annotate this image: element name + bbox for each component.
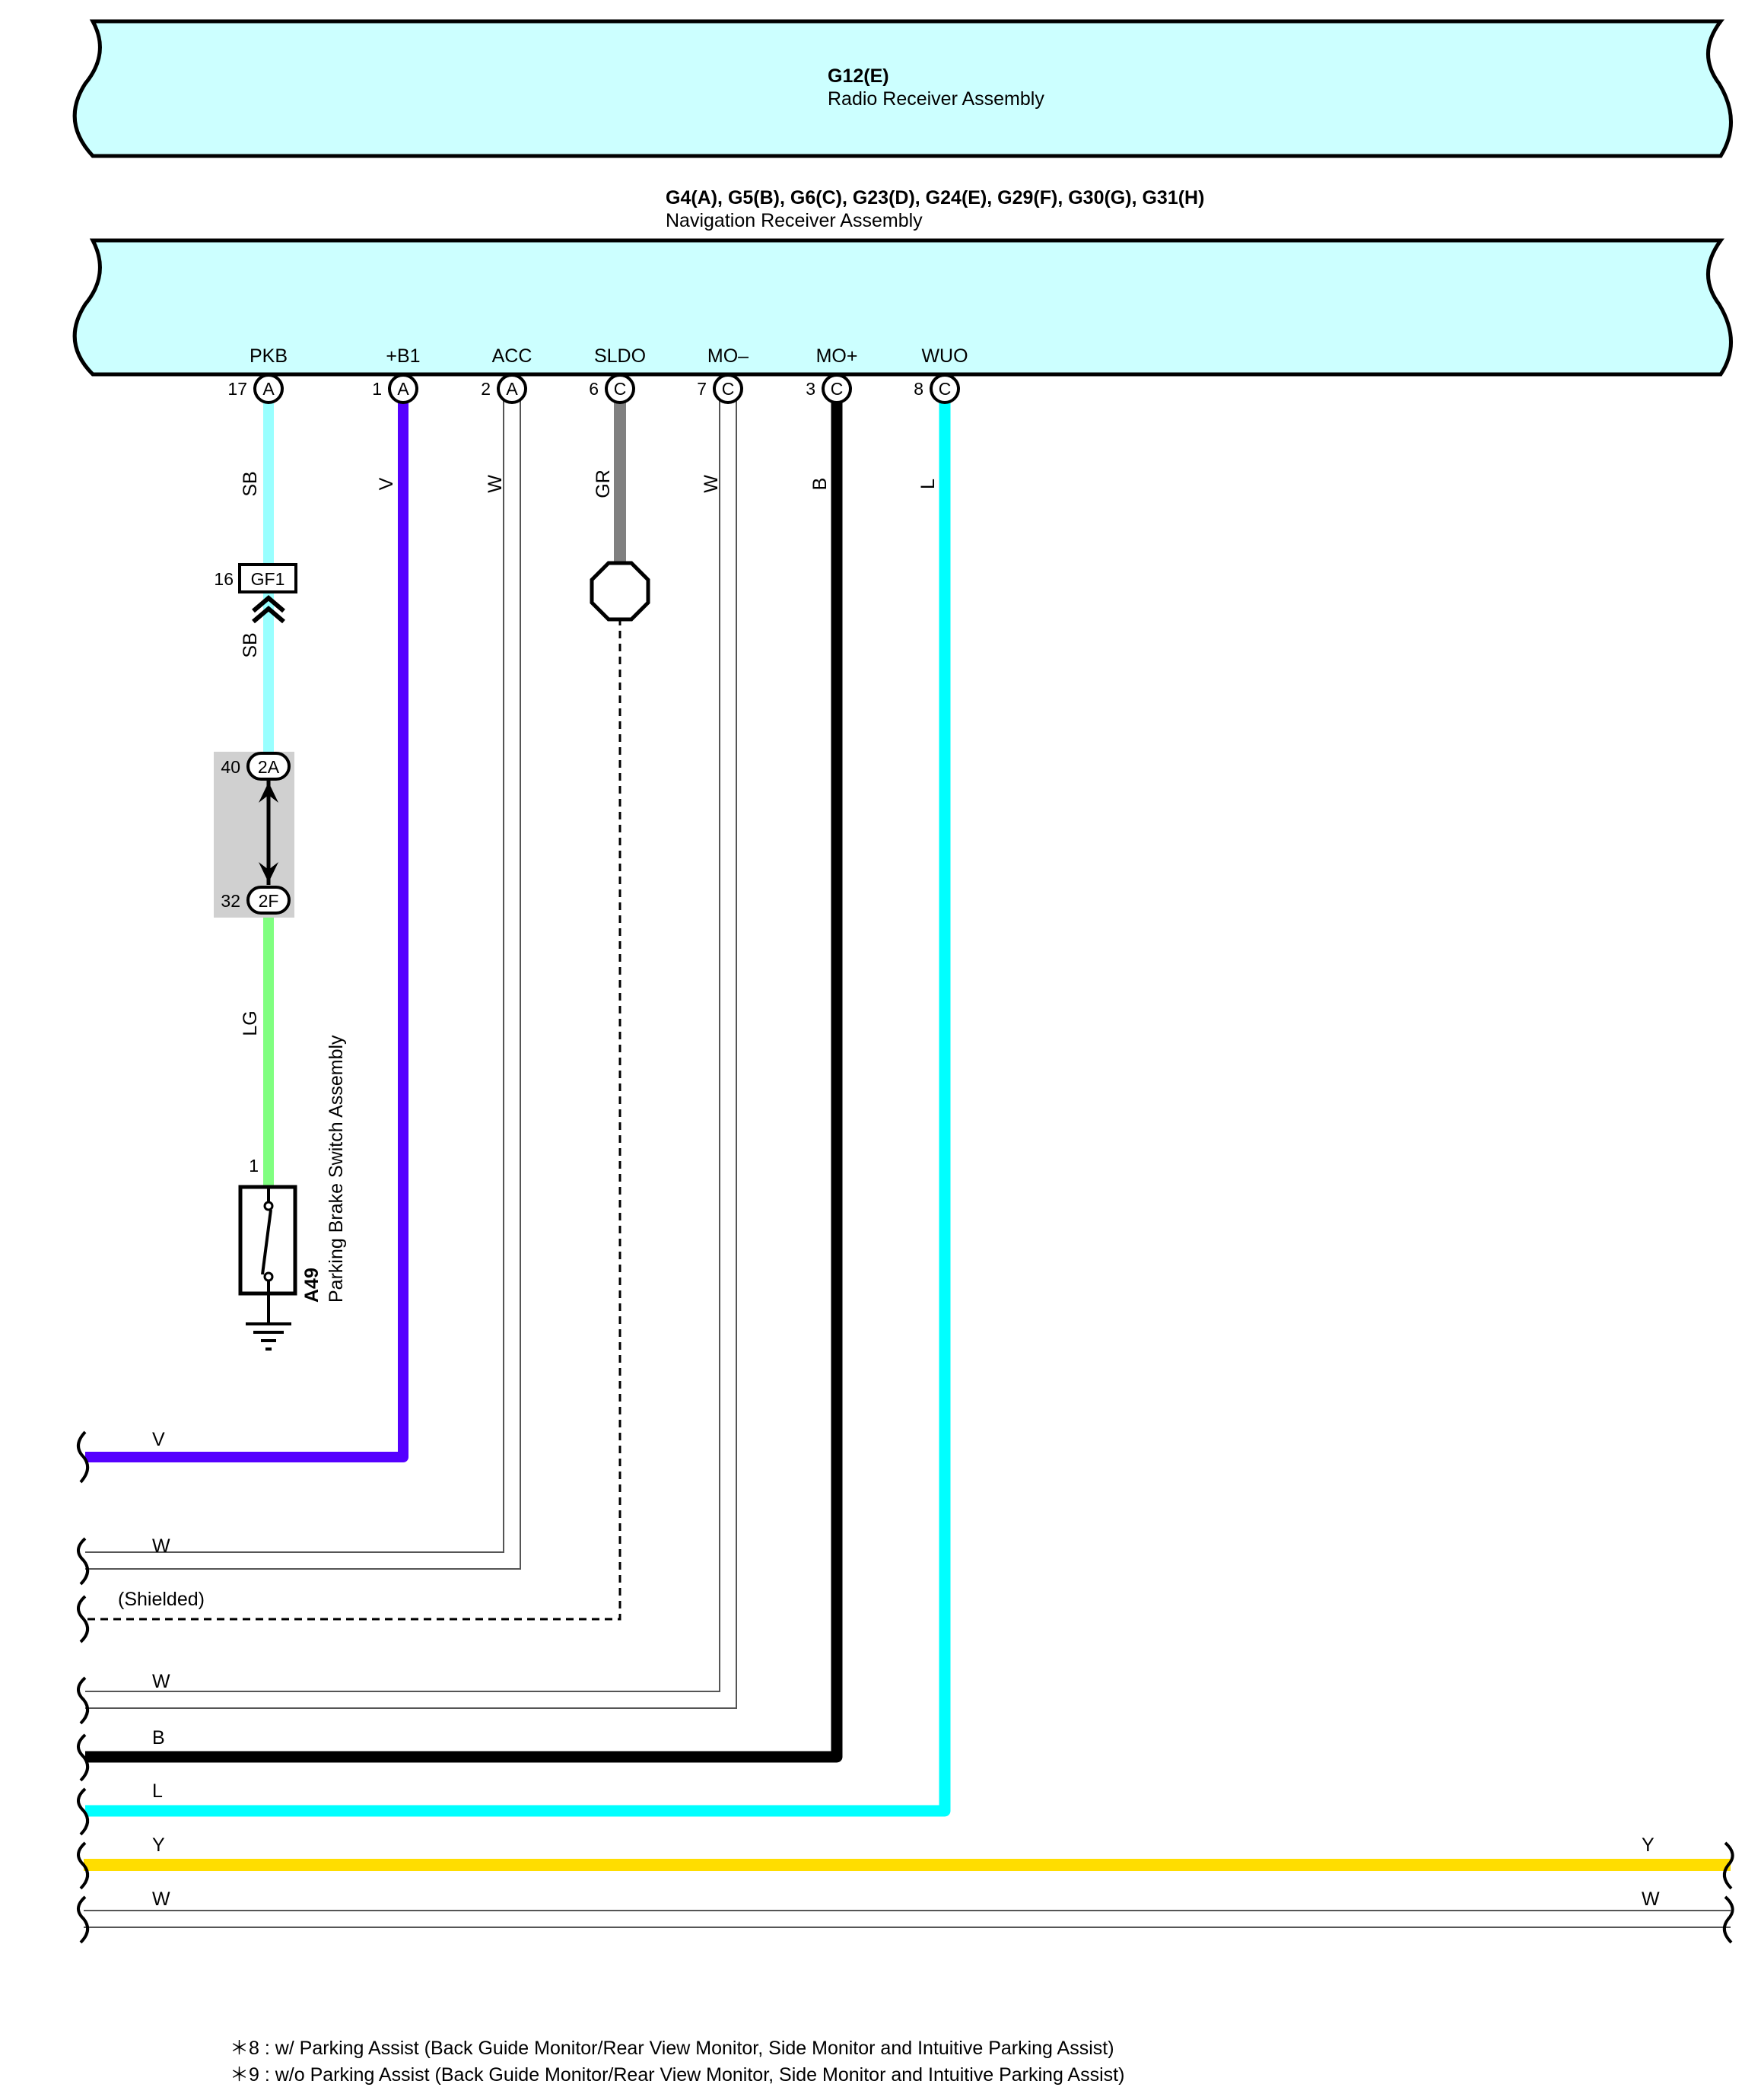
pin-connector-mo-plus: C (831, 379, 844, 399)
pin-circle-wuo (930, 374, 960, 404)
pin-number-b1: 1 (372, 379, 382, 399)
terminal-pins: A 17 A 1 A 2 C 6 C 7 C 3 C 8 (227, 374, 960, 404)
pin-circle-mo-plus (822, 374, 852, 404)
pin-connector-sldo: C (614, 379, 627, 399)
pin-connector-mo-minus: C (722, 379, 735, 399)
terminal-name-sldo: SLDO (594, 345, 646, 367)
connector-gf1-box (238, 563, 297, 593)
note-8: ＊8 : w/ Parking Assist (Back Guide Monit… (230, 2038, 1114, 2059)
navigation-receiver-code: G4(A), G5(B), G6(C), G23(D), G24(E), G29… (666, 187, 1204, 208)
pin-circle-acc (497, 374, 527, 404)
exit-label-y: Y (152, 1834, 165, 1856)
wire-label-acc: W (485, 475, 506, 493)
terminal-name-mo-plus: MO+ (816, 345, 858, 367)
exit-label-shielded: (Shielded) (118, 1589, 205, 1610)
exit-wire-labels: V W (Shielded) W B L Y Y W W (118, 1429, 1660, 1910)
ground-icon (246, 1322, 291, 1351)
wire-label-pkb: SB (240, 471, 261, 496)
connector-gf1-label: GF1 (251, 569, 285, 589)
exit-label-w2: W (152, 1671, 170, 1692)
pin-circle-b1 (388, 374, 418, 404)
wire-color-labels: SB SB LG V W GR W B L (240, 469, 939, 1036)
pin-connector-pkb: A (262, 379, 275, 399)
terminal-name-acc: ACC (492, 345, 532, 367)
connector-gf1: GF1 16 (214, 563, 297, 624)
connector-2f-box (246, 886, 291, 915)
exit-label-b: B (152, 1727, 165, 1748)
pin-connector-wuo: C (939, 379, 952, 399)
connector-2a-label: 2A (258, 757, 280, 777)
pin-number-pkb: 17 (227, 379, 247, 399)
wire-label-wuo: L (917, 479, 939, 489)
radio-receiver-name: Radio Receiver Assembly (828, 88, 1044, 110)
exit-label-l: L (152, 1780, 163, 1802)
connector-2a-box (246, 752, 291, 781)
wire-mo-plus-b (85, 399, 843, 1763)
parking-brake-switch-name: Parking Brake Switch Assembly (326, 1035, 347, 1303)
wire-sldo-shield (85, 618, 621, 1621)
junction-arrow-up-icon (259, 782, 278, 803)
parking-brake-switch-pin: 1 (249, 1156, 259, 1176)
terminal-name-mo-minus: MO– (707, 345, 749, 367)
left-break-marks (77, 1430, 90, 1944)
exit-label-w3-right: W (1642, 1888, 1660, 1910)
pin-number-sldo: 6 (589, 379, 599, 399)
navigation-receiver-box (72, 238, 1733, 377)
terminal-name-wuo: WUO (921, 345, 968, 367)
exit-label-w3: W (152, 1888, 170, 1910)
switch-contact-bottom-dot (263, 1271, 274, 1282)
radio-receiver-box (72, 19, 1733, 158)
wire-acc-w (85, 399, 521, 1570)
junction-block: 2A 40 2F 32 (214, 752, 294, 918)
wire-label-pkb-bottom: LG (240, 1010, 261, 1036)
junction-arrow-down-icon (259, 862, 278, 883)
note-9: ＊9 : w/o Parking Assist (Back Guide Moni… (230, 2064, 1124, 2086)
terminal-name-b1: +B1 (386, 345, 420, 367)
navigation-receiver-name: Navigation Receiver Assembly (666, 210, 923, 231)
parking-brake-switch: 1 A49 Parking Brake Switch Assembly (238, 1035, 347, 1351)
pin-number-wuo: 8 (914, 379, 923, 399)
connector-gf1-pin: 16 (214, 569, 234, 589)
wire-b1-v (85, 399, 408, 1462)
sldo-shield-octagon-icon (590, 561, 650, 622)
exit-label-y-right: Y (1642, 1834, 1655, 1856)
terminal-name-pkb: PKB (250, 345, 288, 367)
wire-mo-minus-w-core (85, 399, 736, 1707)
wire-label-pkb-lower: SB (240, 632, 261, 657)
wire-wuo-l (85, 399, 951, 1817)
pin-number-acc: 2 (481, 379, 491, 399)
wire-acc-w-core (85, 399, 520, 1568)
pin-circle-pkb (253, 374, 284, 404)
exit-label-v: V (152, 1429, 165, 1450)
connector-2f-label: 2F (259, 891, 279, 911)
wire-label-mo-plus: B (809, 478, 831, 491)
right-break-marks (1722, 1841, 1734, 1944)
exit-label-w1: W (152, 1535, 170, 1557)
pin-circle-sldo (605, 374, 635, 404)
radio-receiver-code: G12(E) (828, 65, 889, 87)
connector-2f-pin: 32 (221, 891, 240, 911)
switch-blade (261, 1209, 272, 1275)
parking-brake-switch-code: A49 (301, 1268, 323, 1303)
switch-contact-top-dot (263, 1201, 274, 1211)
pin-number-mo-minus: 7 (697, 379, 707, 399)
connector-gf1-chevron-icon (252, 595, 285, 624)
connector-2a-pin: 40 (221, 757, 240, 777)
wire-label-b1: V (376, 477, 397, 490)
terminal-names: PKB +B1 ACC SLDO MO– MO+ WUO (250, 345, 968, 367)
wire-label-sldo: GR (593, 469, 614, 498)
pin-connector-acc: A (506, 379, 518, 399)
pin-circle-mo-minus (713, 374, 743, 404)
pin-connector-b1: A (397, 379, 409, 399)
wire-label-mo-minus: W (701, 475, 722, 493)
pin-number-mo-plus: 3 (806, 379, 815, 399)
